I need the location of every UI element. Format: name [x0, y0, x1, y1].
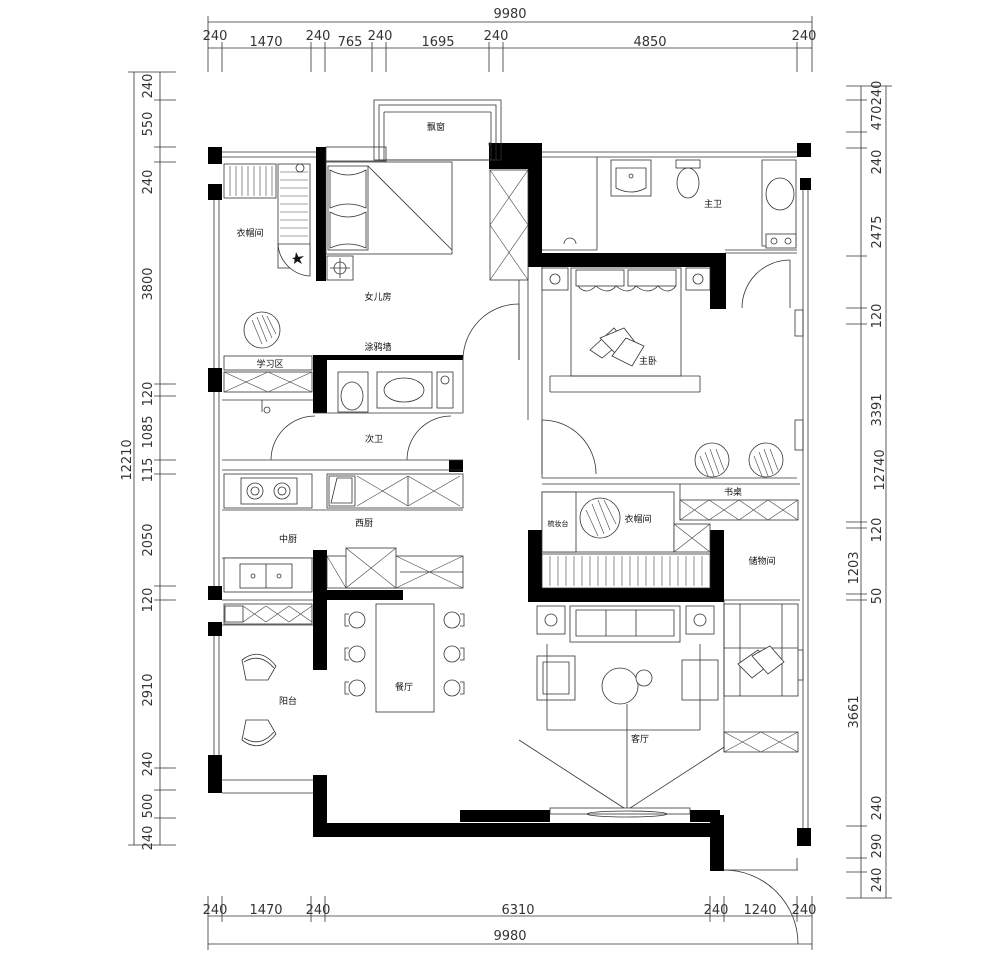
label-bay-window: 飘窗	[427, 121, 445, 133]
storage-area	[723, 600, 799, 753]
western-kitchen-counter	[326, 473, 464, 509]
left-dim-13: 240	[141, 826, 156, 851]
top-dim-6: 1695	[421, 35, 454, 50]
left-dim-11: 240	[141, 752, 156, 777]
left-dim-5: 120	[141, 382, 156, 407]
walls	[208, 143, 811, 871]
dining-set	[344, 603, 465, 713]
left-dim-10: 2910	[141, 673, 156, 706]
bottom-dim-6: 1240	[743, 903, 776, 918]
top-dim-4: 765	[338, 35, 363, 50]
top-dim-3: 240	[306, 29, 331, 44]
chinese-kitchen-stove	[223, 473, 313, 509]
study-desk	[223, 355, 313, 393]
label-western-kitchen: 西厨	[355, 518, 373, 529]
left-total-dim: 12210	[120, 439, 135, 480]
left-dim-6: 1085	[141, 415, 156, 448]
closet-girl	[223, 163, 311, 277]
bottom-dimensions: 240 1470 240 6310 240 1240 240 9980	[203, 896, 817, 950]
label-master-bath: 主卫	[704, 198, 722, 210]
left-dim-7: 115	[141, 458, 156, 483]
master-chairs	[694, 442, 784, 478]
living-furniture	[518, 605, 736, 818]
desk	[679, 499, 799, 521]
left-dim-8: 2050	[141, 523, 156, 556]
top-dimensions: 9980 240 1470 240 765 240 1695 240 4850 …	[203, 7, 817, 72]
top-dim-2: 1470	[249, 35, 282, 50]
right-dim-7: 120	[870, 518, 885, 543]
right-dim-10: 3661	[847, 695, 862, 728]
master-bath-fixtures	[563, 159, 797, 249]
right-dim-1: 240	[870, 81, 885, 106]
second-bath-fixtures	[261, 371, 454, 414]
bottom-total-dim: 9980	[493, 929, 526, 944]
label-closet-master: 衣帽间	[624, 513, 651, 525]
left-dim-3: 240	[141, 170, 156, 195]
right-dim-9: 50	[870, 588, 885, 605]
right-dim-8: 1203	[847, 551, 862, 584]
kitchen-sink	[223, 557, 313, 593]
bottom-dim-1: 240	[203, 903, 228, 918]
label-dresser: 梳妆台	[548, 519, 569, 528]
bottom-dim-3: 240	[306, 903, 331, 918]
left-dimensions: 12210 240 550 240 3800 120 1085 115 2050…	[120, 71, 176, 851]
right-dimensions: 12740 240 470 240 2475 120 3391 120 1203…	[846, 81, 892, 899]
right-dim-13: 240	[870, 868, 885, 893]
bottom-dim-4: 6310	[501, 903, 534, 918]
left-dim-2: 550	[141, 112, 156, 137]
label-living-room: 客厅	[631, 733, 649, 745]
top-total-dim: 9980	[493, 7, 526, 22]
label-chinese-kitchen: 中厨	[279, 533, 297, 545]
top-dim-9: 240	[792, 29, 817, 44]
label-dining: 餐厅	[395, 681, 413, 693]
bottom-dim-7: 240	[792, 903, 817, 918]
bay-window	[325, 99, 502, 162]
right-dim-3: 240	[870, 150, 885, 175]
bottom-dim-5: 240	[704, 903, 729, 918]
balcony-cabinet	[223, 603, 313, 625]
top-dim-1: 240	[203, 29, 228, 44]
top-dim-8: 4850	[633, 35, 666, 50]
label-desk: 书桌	[724, 486, 742, 498]
right-windows	[794, 309, 804, 681]
left-dim-9: 120	[141, 588, 156, 613]
western-kitchen-island	[326, 547, 464, 589]
right-dim-6: 3391	[870, 393, 885, 426]
top-dim-7: 240	[484, 29, 509, 44]
label-closet-girl: 衣帽间	[236, 227, 263, 239]
label-second-bath: 次卫	[365, 433, 383, 445]
right-dim-2: 470	[870, 106, 885, 131]
label-graffiti-wall: 涂鸦墙	[364, 341, 391, 353]
doors	[270, 259, 799, 945]
top-dim-5: 240	[368, 29, 393, 44]
wardrobe-top	[489, 169, 529, 281]
label-daughter-room: 女儿房	[364, 291, 391, 303]
label-master-bedroom: 主卧	[639, 355, 657, 367]
left-dim-1: 240	[141, 74, 156, 99]
balcony-chairs	[241, 653, 277, 747]
study-chair	[243, 311, 281, 349]
left-dim-12: 500	[141, 794, 156, 819]
label-balcony: 阳台	[279, 695, 297, 707]
left-dim-4: 3800	[141, 267, 156, 300]
label-study-area: 学习区	[256, 358, 283, 370]
master-closet	[541, 491, 711, 589]
master-bed	[541, 267, 711, 393]
right-dim-5: 120	[870, 304, 885, 329]
bottom-dim-2: 1470	[249, 903, 282, 918]
right-dim-11: 240	[870, 796, 885, 821]
right-total-dim: 12740	[873, 449, 888, 490]
daughter-bed	[325, 161, 453, 281]
label-storage: 储物间	[748, 555, 775, 567]
right-dim-12: 290	[870, 834, 885, 859]
right-dim-4: 2475	[870, 215, 885, 248]
